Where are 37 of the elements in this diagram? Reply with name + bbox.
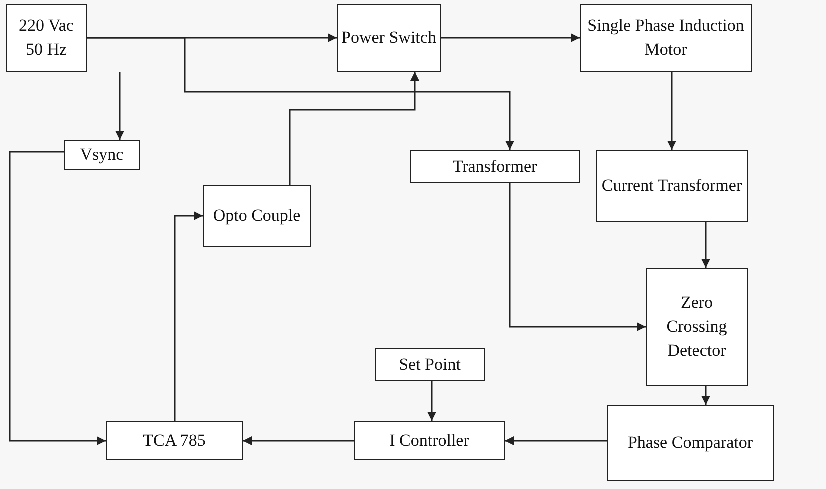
arrow	[243, 436, 354, 446]
arrow	[441, 34, 580, 42]
arrow	[509, 183, 646, 332]
process-box	[607, 405, 774, 481]
box-label: Current Transformer	[602, 175, 742, 198]
box-label: 220 Vac 50 Hz	[18, 15, 75, 61]
box-label: I Controller	[390, 430, 470, 452]
process-box	[354, 421, 505, 460]
process-box	[646, 268, 748, 386]
arrow	[668, 72, 676, 150]
process-box	[106, 421, 243, 460]
box-label: Transformer	[452, 156, 538, 178]
arrow	[87, 37, 514, 150]
process-box	[6, 4, 87, 72]
box-label: Opto Couple	[213, 205, 301, 228]
process-box	[203, 185, 311, 247]
box-label: Single Phase Induction Motor	[586, 15, 746, 61]
process-box	[375, 348, 485, 381]
arrow	[174, 212, 203, 421]
box-label: Zero Crossing Detector	[666, 292, 728, 362]
arrow	[116, 72, 124, 140]
box-label: Phase Comparator	[628, 432, 754, 454]
box-label: TCA 785	[143, 430, 206, 452]
box-label: Set Point	[399, 354, 461, 376]
process-box	[410, 150, 580, 183]
process-box	[580, 4, 752, 72]
arrow	[702, 222, 710, 268]
box-label: Vsync	[80, 144, 124, 166]
arrow	[702, 386, 710, 405]
arrow	[505, 436, 607, 446]
arrow	[428, 381, 436, 421]
arrow	[9, 151, 106, 446]
process-box	[64, 140, 140, 170]
arrow	[289, 72, 420, 185]
box-label: Power Switch	[342, 27, 436, 50]
process-box	[596, 150, 748, 222]
process-box	[337, 4, 441, 72]
